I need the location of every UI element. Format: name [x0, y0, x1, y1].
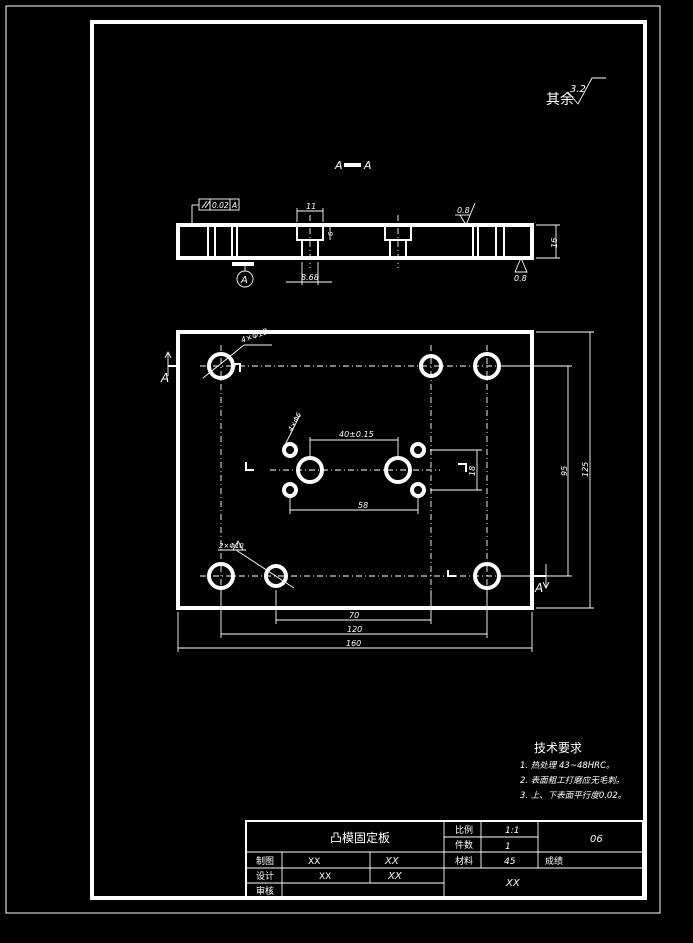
section-label-right: A [363, 159, 372, 172]
part-name: 凸模固定板 [330, 830, 390, 845]
roughness-top: 0.8 [457, 206, 470, 215]
dim-95: 95 [560, 466, 569, 476]
title-block: 凸模固定板 比例 1:1 件数 1 材料 45 06 成绩 制图 XX XX 设… [245, 820, 644, 899]
section-label-left: A [334, 159, 343, 172]
review-label: 审核 [256, 885, 274, 897]
dim-16: 16 [550, 238, 559, 248]
plan-view: A A 4×Φ12 4×Φ6 2×Φ10 40±0.15 [160, 327, 594, 652]
design-date: XX [387, 871, 403, 882]
section-marker-right: A [532, 564, 550, 595]
top-roughness-symbol: 0.8 [455, 202, 476, 227]
flatness-value: 0.02 [212, 201, 229, 210]
screw-hole-br [473, 562, 501, 590]
section-a-left: A [160, 371, 169, 385]
tech-item-3: 3. 上、下表面平行度0.02。 [520, 790, 626, 801]
leader-4x6: 4×Φ6 [284, 411, 304, 446]
quantity-label: 件数 [455, 839, 473, 851]
screw-hole-tl [207, 352, 235, 380]
tech-title: 技术要求 [534, 741, 582, 755]
grade-label: 成绩 [545, 855, 563, 867]
section-marker-left: A [160, 350, 178, 385]
design-name: XX [319, 872, 331, 882]
small-hole-4 [410, 482, 426, 498]
section-a-right: A [534, 581, 543, 595]
material-label: 材料 [455, 855, 473, 867]
small-hole-1 [282, 442, 298, 458]
dim-125: 125 [581, 462, 590, 477]
roughness-symbol [567, 77, 606, 105]
dim-160: 160 [346, 639, 361, 648]
roughness-bottom: 0.8 [514, 274, 527, 283]
flatness-tolerance-frame: 0.02 A [191, 198, 240, 225]
plate-outline [176, 330, 534, 610]
side-view: A 0.02 A 0.8 0.8 11 [176, 198, 560, 288]
leader-4x12: 4×Φ12 [202, 327, 272, 379]
dim-58: 58 [358, 501, 368, 510]
outer-border [5, 5, 661, 914]
side-view-outline [176, 223, 534, 260]
drawing-number: 06 [590, 834, 603, 845]
pin-hole-bottom [264, 564, 288, 588]
scale-value: 1:1 [505, 826, 519, 836]
tech-item-2: 2. 表面粗工打磨应无毛刺。 [520, 775, 624, 786]
dim-40: 40±0.15 [339, 430, 374, 439]
quantity-value: 1 [505, 842, 511, 852]
small-hole-2 [282, 482, 298, 498]
dim-18: 18 [468, 466, 477, 476]
screw-hole-tr [473, 352, 501, 380]
dim-6: 6 [327, 231, 335, 236]
drawn-date: XX [384, 856, 400, 867]
section-title: A A [334, 159, 372, 172]
bottom-roughness-symbol: 0.8 [514, 256, 528, 283]
hole-note-4x6: 4×Φ6 [287, 411, 304, 433]
design-label: 设计 [256, 870, 274, 882]
dim-70: 70 [349, 611, 359, 620]
drawn-label: 制图 [256, 855, 274, 867]
screw-hole-bl [207, 562, 235, 590]
material-value: 45 [504, 857, 516, 867]
general-roughness-note: 其余 3.2 [546, 77, 606, 108]
leader-2x10: 2×Φ10 [218, 540, 295, 589]
dim-8-68: 8.68 [301, 273, 319, 282]
pin-hole-top [419, 354, 443, 378]
drawn-name: XX [308, 857, 320, 867]
school-name: XX [505, 878, 521, 889]
small-hole-3 [410, 442, 426, 458]
surface-note-text: 其余 [546, 91, 574, 108]
hole-note-4x12: 4×Φ12 [240, 327, 270, 345]
datum-marker-a: A [240, 275, 248, 286]
tech-requirements: 技术要求 1. 热处理 43~48HRC。 2. 表面粗工打磨应无毛刺。 3. … [520, 741, 626, 801]
dim-120: 120 [347, 625, 362, 634]
flatness-datum: A [231, 201, 237, 210]
dim-11: 11 [306, 202, 316, 211]
scale-label: 比例 [455, 824, 473, 836]
roughness-default-value: 3.2 [570, 84, 586, 95]
tech-item-1: 1. 热处理 43~48HRC。 [520, 760, 615, 771]
hole-note-2x10: 2×Φ10 [219, 542, 244, 550]
